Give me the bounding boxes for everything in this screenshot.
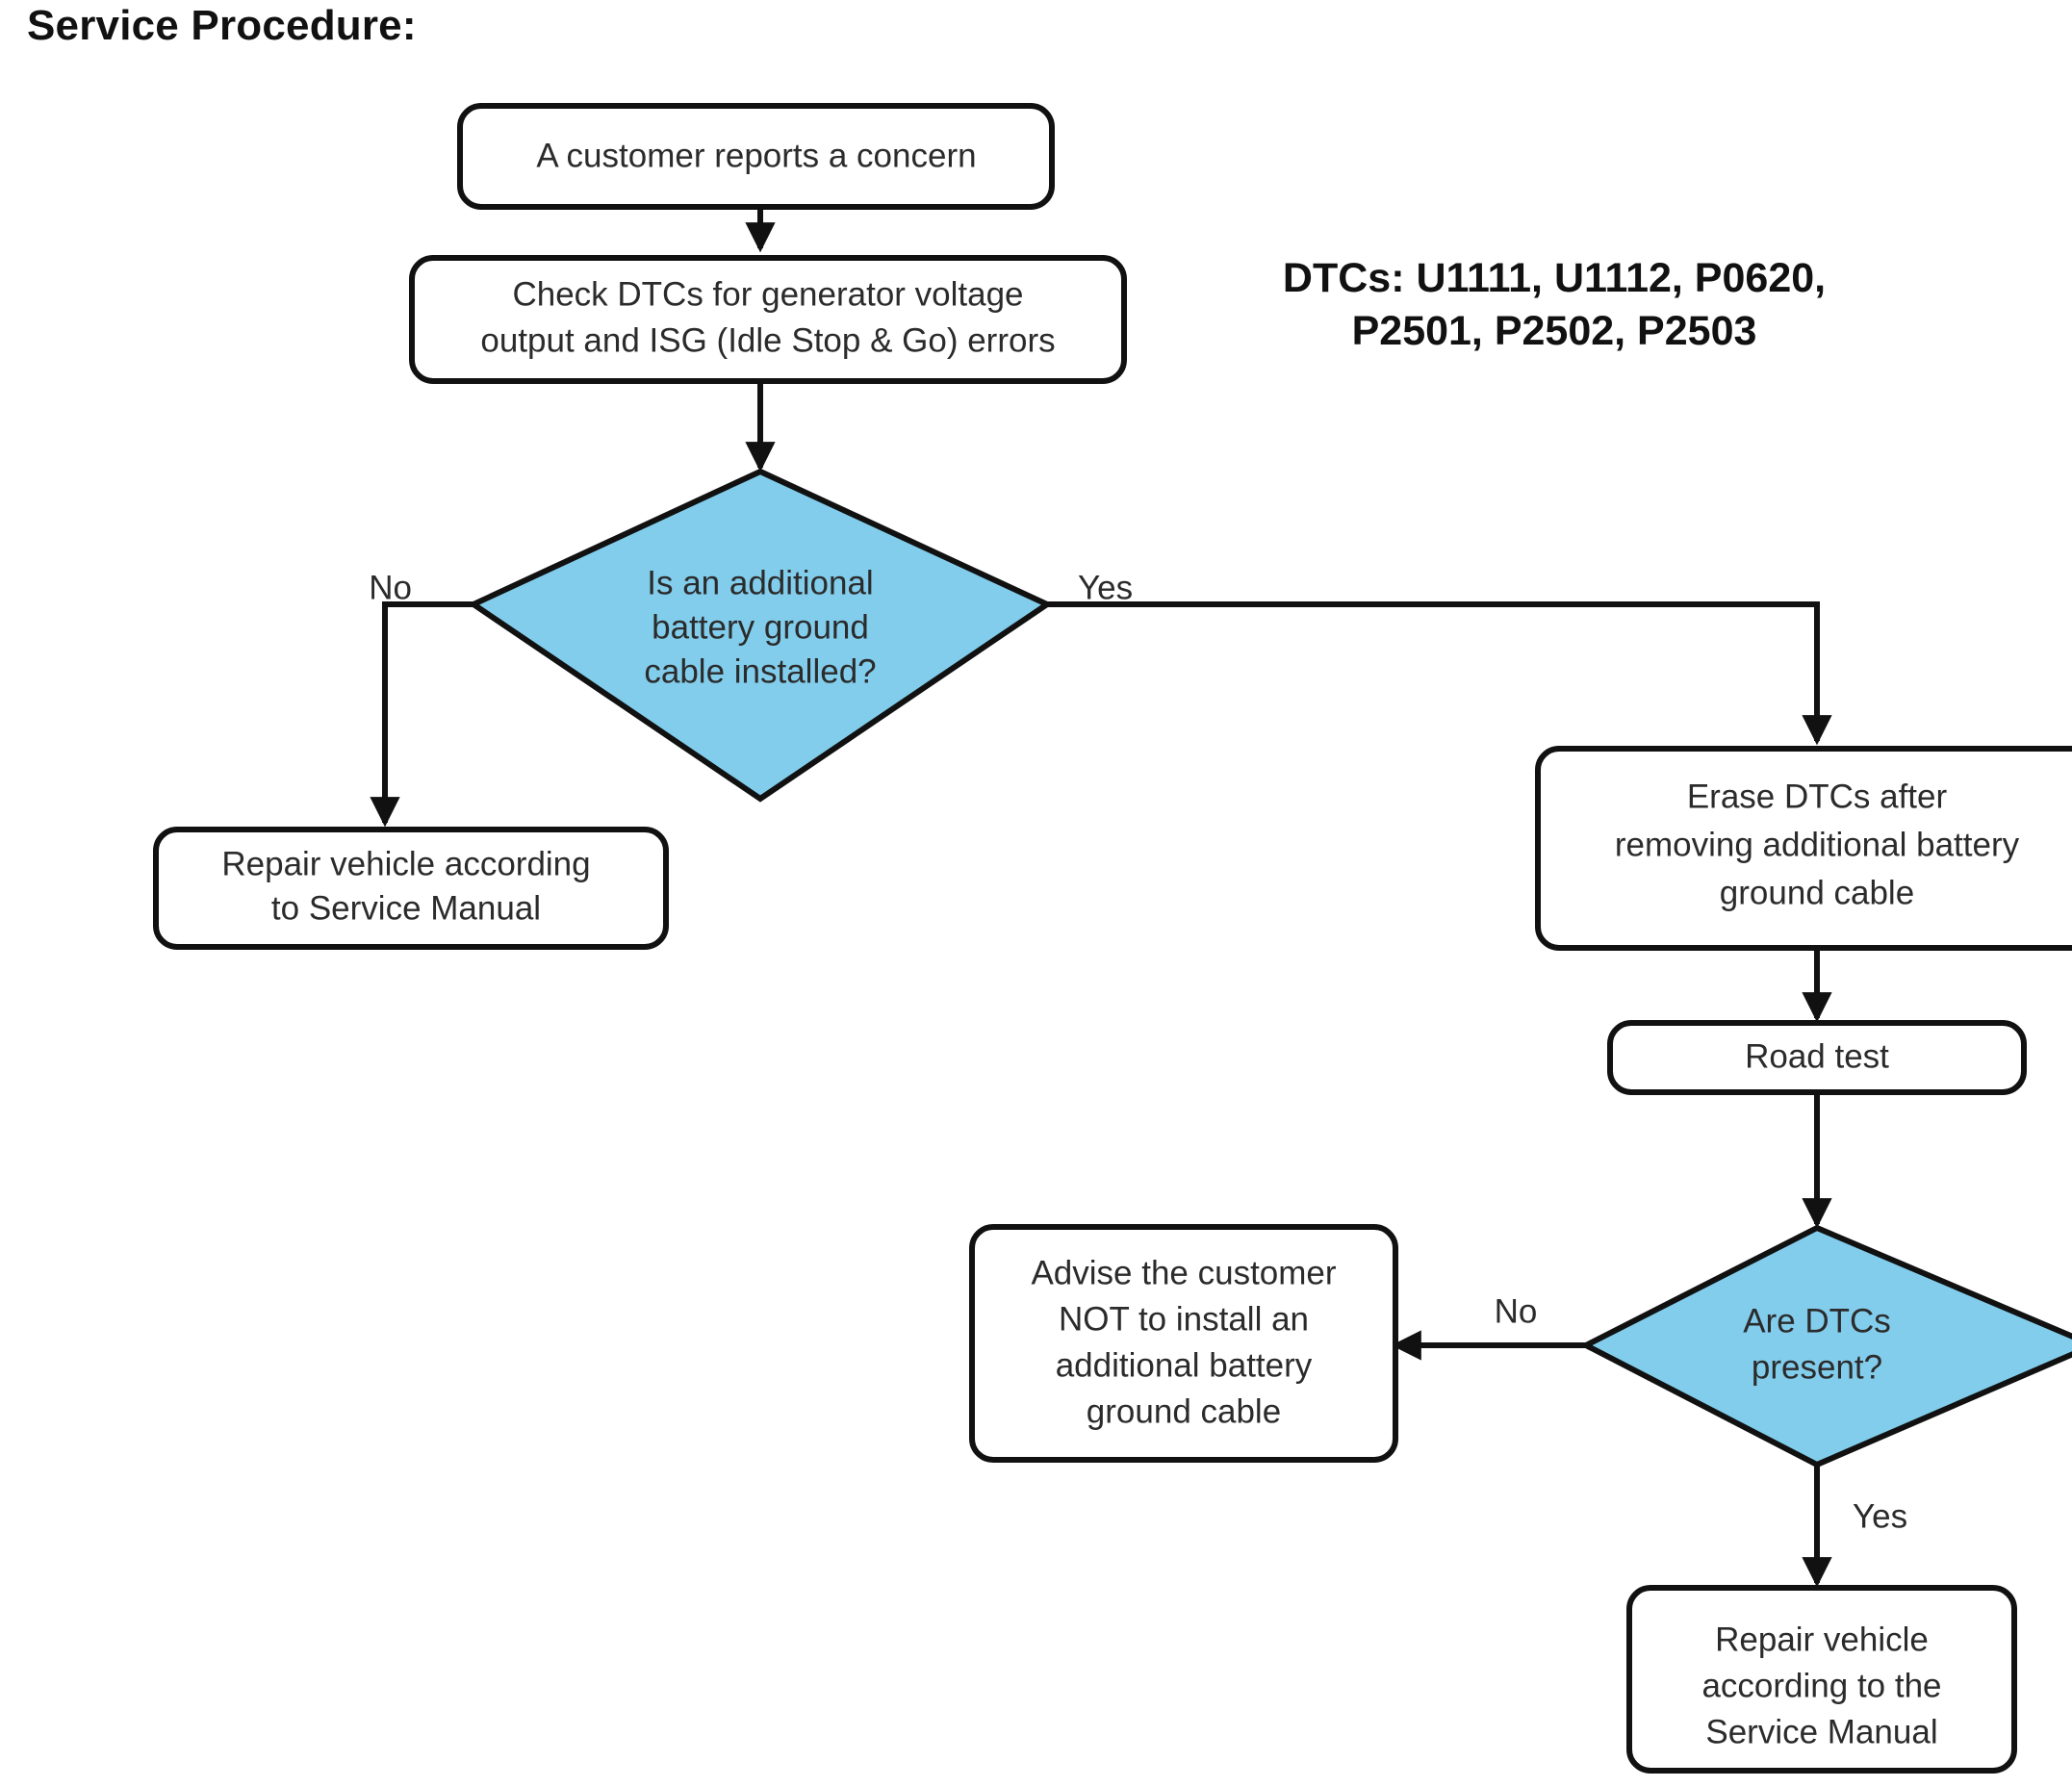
node-advise-line-4: ground cable — [1087, 1392, 1281, 1430]
node-erase-dtcs-after-removing-cable[interactable]: Erase DTCs after removing additional bat… — [1535, 746, 2072, 951]
connectors — [370, 207, 1832, 1588]
node-repair-right-line-1: Repair vehicle — [1715, 1621, 1929, 1658]
node-a-customer-reports-a-concern[interactable]: A customer reports a concern — [457, 103, 1055, 210]
node-erase-dtcs-shape[interactable] — [1535, 746, 2072, 951]
node-q-cable-line-3: cable installed? — [644, 652, 876, 690]
node-start-shape[interactable] — [457, 103, 1055, 210]
edge-labels: No Yes No Yes — [369, 569, 1907, 1535]
dtc-note-line-2: P2501, P2502, P2503 — [1351, 308, 1757, 355]
node-road-test-line-1: Road test — [1745, 1037, 1889, 1075]
edge-label-no-1: No — [369, 569, 412, 606]
node-repair-left-line-2: to Service Manual — [271, 889, 541, 927]
edge-label-no-2: No — [1495, 1292, 1538, 1330]
node-repair-right-shape[interactable] — [1626, 1585, 2017, 1774]
node-repair-vehicle-service-manual-left[interactable]: Repair vehicle according to Service Manu… — [153, 827, 669, 950]
dtc-note-line-1: DTCs: U1111, U1112, P0620, — [1282, 255, 1827, 301]
node-repair-right-line-3: Service Manual — [1705, 1713, 1937, 1750]
node-is-additional-battery-ground-cable-installed[interactable]: Is an additional battery ground cable in… — [467, 468, 1054, 803]
node-check-dtcs[interactable]: Check DTCs for generator voltage output … — [409, 255, 1127, 384]
edge-q-cable-yes — [1047, 601, 1832, 746]
node-repair-left-shape[interactable] — [153, 827, 669, 950]
node-repair-right-line-2: according to the — [1701, 1667, 1941, 1704]
node-erase-dtcs-line-3: ground cable — [1720, 874, 1914, 911]
node-advise-line-2: NOT to install an — [1059, 1300, 1309, 1338]
page-title: Service Procedure: — [27, 2, 417, 49]
node-repair-left-line-1: Repair vehicle according — [221, 845, 590, 882]
node-check-dtcs-shape[interactable] — [409, 255, 1127, 384]
node-erase-dtcs-line-2: removing additional battery — [1615, 826, 2020, 863]
edge-label-yes-1: Yes — [1078, 569, 1133, 606]
node-advise-shape[interactable] — [969, 1224, 1398, 1463]
node-erase-dtcs-line-1: Erase DTCs after — [1687, 778, 1948, 815]
node-road-test[interactable]: Road test — [1607, 1020, 2027, 1095]
edge-label-yes-2: Yes — [1853, 1497, 1907, 1535]
node-q-dtcs-shape[interactable] — [1579, 1224, 2072, 1468]
node-road-test-shape[interactable] — [1607, 1020, 2027, 1095]
node-advise-line-1: Advise the customer — [1031, 1254, 1336, 1291]
dtc-code-note: DTCs: U1111, U1112, P0620, P2501, P2502,… — [1217, 252, 1891, 358]
node-advise-line-3: additional battery — [1056, 1346, 1313, 1384]
node-q-cable-line-1: Is an additional — [647, 564, 873, 601]
edge-q-cable-no — [370, 601, 473, 828]
node-advise-customer-not-to-install-cable[interactable]: Advise the customer NOT to install an ad… — [969, 1224, 1398, 1463]
node-q-dtcs-line-1: Are DTCs — [1743, 1302, 1891, 1340]
node-check-dtcs-line-2: output and ISG (Idle Stop & Go) errors — [480, 321, 1055, 359]
node-are-dtcs-present[interactable]: Are DTCs present? — [1579, 1224, 2072, 1468]
node-check-dtcs-line-1: Check DTCs for generator voltage — [512, 275, 1023, 313]
node-start-line-1: A customer reports a concern — [536, 137, 976, 174]
node-repair-vehicle-service-manual-right[interactable]: Repair vehicle according to the Service … — [1626, 1585, 2017, 1774]
node-q-dtcs-line-2: present? — [1752, 1348, 1882, 1386]
node-q-cable-shape[interactable] — [467, 468, 1054, 803]
node-q-cable-line-2: battery ground — [652, 608, 869, 646]
